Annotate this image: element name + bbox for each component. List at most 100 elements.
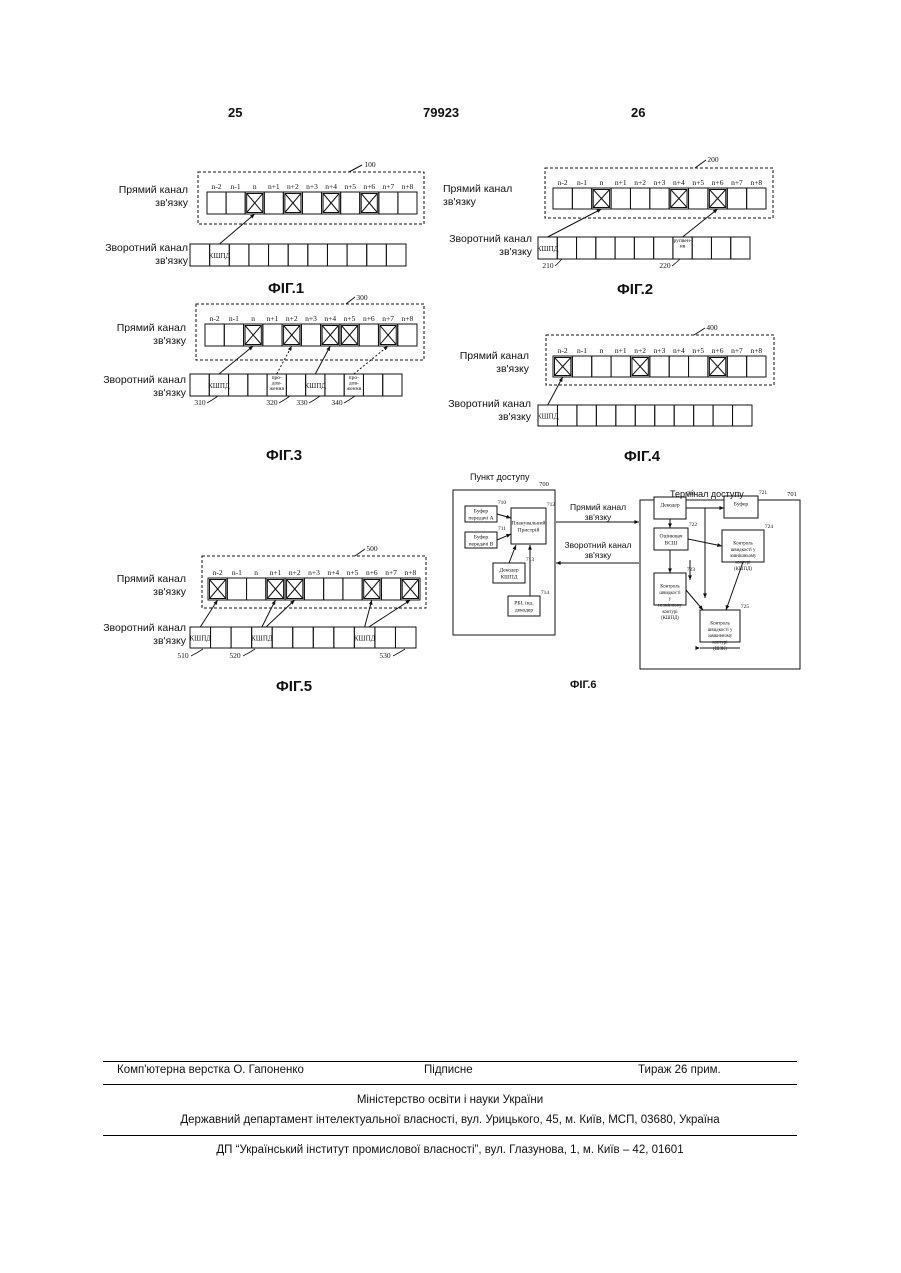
fig3-slot bbox=[301, 324, 320, 346]
fig4-slot-label: n bbox=[600, 346, 604, 355]
fig5-ref-530: 530 bbox=[379, 651, 391, 660]
fig4-slot-label: n-1 bbox=[577, 346, 587, 355]
fig6-block-722-ref: 722 bbox=[689, 522, 698, 528]
fig2-rev-text: ня bbox=[680, 244, 686, 250]
fig6-a-720-721-head bbox=[719, 506, 724, 510]
fig3-slot-label: n-2 bbox=[210, 314, 220, 323]
fig3-rev-text: КШПД bbox=[304, 382, 326, 390]
fig6-block-724-ref: 724 bbox=[765, 524, 774, 530]
fig3-slot-label: n+2 bbox=[286, 314, 298, 323]
fig6-block-723-text: Контроль bbox=[660, 585, 680, 590]
fig4-slot bbox=[572, 356, 591, 377]
fig2-caption: ФІГ.2 bbox=[617, 281, 653, 298]
fig6-block-725-ref: 725 bbox=[741, 604, 750, 610]
fig6-a-713-head bbox=[513, 545, 517, 550]
fig4-rev-slot bbox=[694, 405, 713, 426]
fig5-slot bbox=[227, 578, 246, 600]
fig6-a-722-723-head bbox=[668, 568, 672, 573]
fig3-leader-320 bbox=[279, 396, 290, 403]
fig4-caption: ФІГ.4 bbox=[624, 448, 660, 465]
fig6-block-714-ref: 714 bbox=[541, 590, 550, 596]
fig3-slot-label: n+4 bbox=[324, 314, 336, 323]
fig3-slot-label: n+6 bbox=[363, 314, 375, 323]
fig6-block-714-text: РБL інд. bbox=[514, 600, 534, 606]
fig4-slot-label: n+5 bbox=[692, 346, 704, 355]
fig2-reverse-label: Зворотний канал зв'язку bbox=[440, 233, 532, 259]
fig1-slot-label: n+3 bbox=[306, 182, 318, 191]
fig1-slot bbox=[398, 192, 417, 214]
fig6-block-723-text: контурі bbox=[662, 610, 678, 615]
fig4-rev-slot bbox=[655, 405, 674, 426]
fig3-rev-text: ження bbox=[268, 386, 284, 392]
fig3-dashed-box bbox=[196, 304, 424, 360]
fig2-ref-220: 220 bbox=[659, 261, 671, 270]
fig1-dashed-box bbox=[198, 172, 424, 224]
fig2-ref-210: 210 bbox=[542, 261, 554, 270]
fig2-slot-label: n+6 bbox=[712, 178, 724, 187]
footer-enterprise: ДП “Український інститут промислової вла… bbox=[103, 1144, 797, 1156]
footer-rule-bottom bbox=[103, 1135, 797, 1136]
fig2-rev-slot bbox=[634, 237, 653, 259]
fig4-slot-label: n+4 bbox=[673, 346, 685, 355]
fig6-block-725-text: контурі bbox=[712, 641, 728, 646]
fig4-ref-leader bbox=[694, 328, 705, 335]
fig5-rev-slot bbox=[375, 627, 396, 648]
fig5-slot bbox=[324, 578, 343, 600]
fig5-leader-520 bbox=[243, 649, 255, 656]
fig1-slot-label: n+4 bbox=[325, 182, 337, 191]
fig1-rev-slot bbox=[347, 244, 367, 266]
footer-department: Державний департамент інтелектуальної вл… bbox=[103, 1114, 797, 1126]
fig3-arrow-2-head bbox=[288, 346, 292, 351]
fig6-block-722-text: ВСШ bbox=[665, 540, 678, 546]
fig6-block-722-text: Оцінювач bbox=[659, 533, 682, 539]
fig2-slot-label: n+8 bbox=[750, 178, 762, 187]
fig2-slot bbox=[572, 188, 591, 209]
fig1-forward-label: Прямий канал зв'язку bbox=[100, 184, 188, 210]
fig4-forward-label: Прямий канал зв'язку bbox=[443, 350, 529, 376]
fig5-slot-label: n+1 bbox=[270, 568, 282, 577]
fig3-slot-label: n+7 bbox=[382, 314, 394, 323]
fig2-dashed-box bbox=[545, 168, 773, 218]
fig1-rev-slot bbox=[269, 244, 289, 266]
fig3-slot-label: n+5 bbox=[344, 314, 356, 323]
fig5-rev-slot bbox=[293, 627, 314, 648]
fig2-slot-label: n-1 bbox=[577, 178, 587, 187]
fig4-slot-label: n+8 bbox=[750, 346, 762, 355]
fig6-block-714-text: декодер bbox=[515, 607, 533, 613]
fig5-slot-label: n-2 bbox=[213, 568, 223, 577]
fig6-a-722-b-head bbox=[688, 575, 692, 580]
fig3-reverse-label: Зворотний канал зв'язку bbox=[94, 374, 186, 400]
fig2-rev-slot bbox=[692, 237, 711, 259]
fig1-rev-slot bbox=[249, 244, 269, 266]
fig3-slot bbox=[205, 324, 224, 346]
fig5-reverse-label: Зворотний канал зв'язку bbox=[94, 622, 186, 648]
fig2-slot bbox=[727, 188, 746, 209]
fig6-a-710-head bbox=[506, 515, 511, 519]
fig1-slot bbox=[207, 192, 226, 214]
fig5-rev-slot bbox=[211, 627, 232, 648]
fig6-block-725-text: замкненому bbox=[708, 634, 733, 639]
fig3-ref-leader bbox=[346, 297, 355, 304]
fig2-slot-label: n+4 bbox=[673, 178, 685, 187]
fig3-slot bbox=[224, 324, 243, 346]
fig4-rev-slot bbox=[635, 405, 654, 426]
fig1-slot bbox=[302, 192, 321, 214]
fig6-block-711-ref: 711 bbox=[498, 526, 506, 532]
fig3-slot bbox=[263, 324, 282, 346]
fig2-slot bbox=[611, 188, 630, 209]
fig4-slot bbox=[650, 356, 669, 377]
fig4-rev-slot bbox=[733, 405, 752, 426]
fig1-rev-slot bbox=[327, 244, 347, 266]
fig3-ref-320: 320 bbox=[266, 398, 278, 407]
fig5-slot bbox=[304, 578, 323, 600]
fig3-rev-slot bbox=[229, 374, 248, 396]
fig1-rev-slot bbox=[190, 244, 210, 266]
fig2-ref: 200 bbox=[707, 155, 719, 164]
fig1-slot bbox=[264, 192, 283, 214]
fig6-block-723-ref: 723 bbox=[687, 567, 696, 573]
fig4-slot-label: n+1 bbox=[615, 346, 627, 355]
fig6-ref-700: 700 bbox=[539, 481, 549, 488]
footer-layout: Комп'ютерна верстка О. Гапоненко bbox=[117, 1064, 304, 1076]
fig6-block-725-text: швидкості у bbox=[708, 628, 733, 633]
fig6-reverse-label: Зворотний канал зв'язку bbox=[560, 540, 636, 560]
